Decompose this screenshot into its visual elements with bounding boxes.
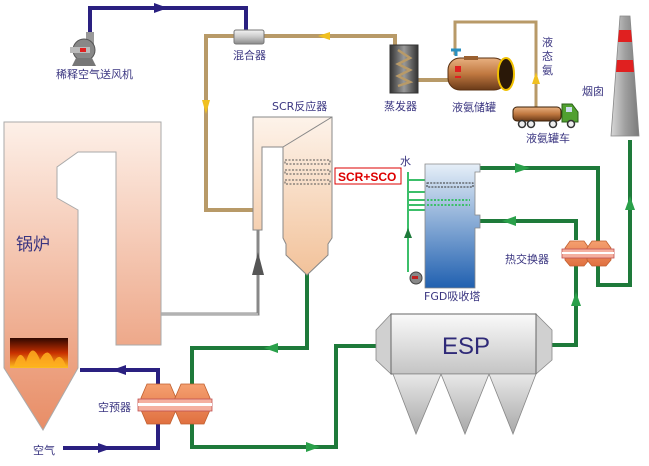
- air-label: 空气: [33, 443, 55, 457]
- flow-arrow-icon: [502, 216, 516, 226]
- dilution-air-line: [88, 3, 248, 38]
- scr-reactor-label: SCR反应器: [272, 99, 327, 113]
- chimney[interactable]: 烟囱: [582, 15, 640, 137]
- svg-text:态: 态: [542, 50, 553, 63]
- flow-arrow-icon: [252, 252, 264, 275]
- scr-sco-label: SCR+SCO: [338, 170, 396, 184]
- chimney-label: 烟囱: [582, 84, 604, 98]
- air-preheater[interactable]: 空预器: [98, 383, 213, 425]
- flue-gas-green-line: [190, 140, 635, 452]
- fgd-absorber-label: FGD吸收塔: [424, 289, 480, 303]
- liquid-ammonia-label: 液 态 氨: [542, 35, 553, 77]
- esp-label: ESP: [442, 333, 490, 360]
- mixer-label: 混合器: [233, 48, 266, 62]
- svg-text:氨: 氨: [542, 64, 553, 77]
- flow-arrow-icon: [264, 343, 278, 353]
- scr-reactor[interactable]: SCR反应器: [252, 99, 333, 276]
- flow-arrow-icon: [112, 365, 126, 375]
- flow-arrow-icon: [154, 3, 168, 13]
- flow-arrow-icon: [532, 72, 540, 84]
- ammonia-tanker-truck-label: 液氨罐车: [526, 131, 570, 145]
- flow-arrow-icon: [515, 163, 530, 173]
- flow-arrow-icon: [625, 196, 635, 210]
- mixer[interactable]: 混合器: [233, 29, 266, 62]
- flue-gas-grey-line: [161, 228, 264, 316]
- esp[interactable]: ESP: [375, 312, 553, 436]
- ammonia-line: [202, 20, 540, 212]
- evaporator[interactable]: 蒸发器: [384, 44, 419, 113]
- ammonia-storage-tank-label: 液氨储罐: [452, 100, 496, 114]
- water-line: [404, 172, 440, 272]
- flow-arrow-icon: [98, 443, 112, 453]
- flow-arrow-icon: [318, 32, 330, 40]
- fgd-absorber[interactable]: FGD吸收塔: [424, 163, 481, 303]
- dilution-air-fan[interactable]: 稀释空气送风机: [56, 32, 133, 81]
- water-label: 水: [400, 155, 411, 168]
- svg-text:液: 液: [542, 35, 553, 49]
- combustion-air-line: [63, 365, 160, 453]
- heat-exchanger-label: 热交换器: [505, 252, 549, 266]
- flow-arrow-icon: [404, 228, 412, 238]
- scr-sco-label-box: SCR+SCO: [334, 167, 402, 185]
- flow-arrow-icon: [202, 100, 210, 114]
- dilution-air-fan-label: 稀释空气送风机: [56, 67, 133, 81]
- boiler[interactable]: 锅炉: [3, 121, 162, 431]
- boiler-label: 锅炉: [16, 235, 50, 255]
- evaporator-label: 蒸发器: [384, 99, 417, 113]
- recirculation-pump-icon: [409, 271, 423, 285]
- flow-arrow-icon: [306, 442, 320, 452]
- ammonia-storage-tank[interactable]: 液氨储罐: [447, 48, 515, 114]
- ammonia-tanker-truck[interactable]: 液氨罐车: [512, 103, 579, 145]
- air-preheater-label: 空预器: [98, 400, 131, 414]
- heat-exchanger[interactable]: 热交换器: [505, 240, 615, 267]
- flow-arrow-icon: [571, 292, 581, 306]
- catalyst-layers: [284, 159, 331, 185]
